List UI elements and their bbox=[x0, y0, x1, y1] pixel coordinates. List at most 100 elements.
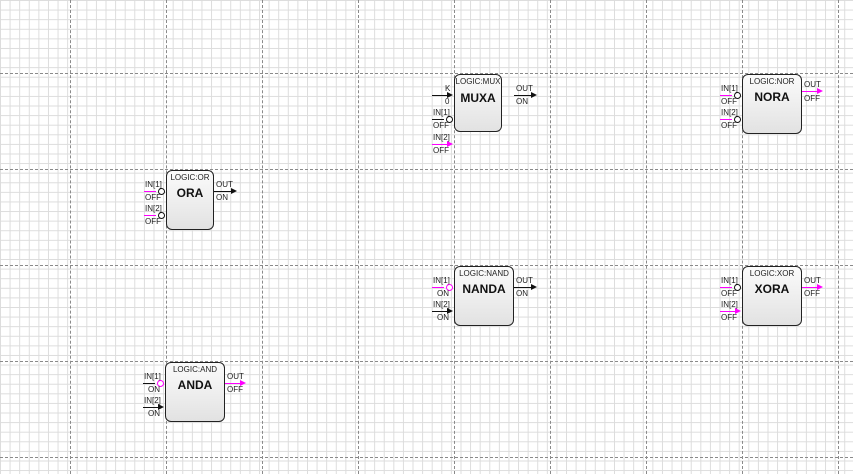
block-type: LOGIC:NAND bbox=[459, 269, 509, 278]
output-wire[interactable] bbox=[514, 287, 532, 288]
output-label: OUT bbox=[216, 180, 233, 189]
invert-bubble bbox=[158, 188, 165, 195]
block-type: LOGIC:OR bbox=[170, 173, 210, 182]
input-value-in2: OFF bbox=[721, 313, 737, 322]
input-value-in2: ON bbox=[148, 409, 160, 418]
output-value: ON bbox=[516, 289, 528, 298]
output-arrow bbox=[240, 380, 246, 386]
input-wire[interactable] bbox=[143, 383, 155, 384]
input-wire[interactable] bbox=[432, 95, 448, 96]
input-label-in2: IN[2] bbox=[721, 300, 738, 309]
input-label-in2: IN[2] bbox=[433, 300, 450, 309]
block-name: NANDA bbox=[462, 282, 506, 296]
input-value-in2: OFF bbox=[433, 146, 449, 155]
block-body[interactable]: LOGIC:XOR XORA bbox=[742, 266, 802, 326]
block-body[interactable]: LOGIC:MUX MUXA bbox=[454, 74, 502, 132]
output-value: ON bbox=[516, 97, 528, 106]
invert-bubble bbox=[158, 212, 165, 219]
invert-bubble bbox=[734, 284, 741, 291]
block-name: MUXA bbox=[460, 91, 496, 105]
input-wire[interactable] bbox=[720, 287, 732, 288]
grid-line bbox=[0, 361, 853, 362]
input-wire[interactable] bbox=[144, 215, 156, 216]
output-label: OUT bbox=[227, 372, 244, 381]
input-label-in2: IN[2] bbox=[433, 133, 450, 142]
input-wire[interactable] bbox=[432, 311, 448, 312]
block-body[interactable]: LOGIC:AND ANDA bbox=[165, 362, 225, 422]
input-label-in1: IN[1] bbox=[433, 108, 450, 117]
output-wire[interactable] bbox=[802, 91, 818, 92]
invert-bubble bbox=[446, 116, 453, 123]
output-wire[interactable] bbox=[214, 191, 232, 192]
output-value: OFF bbox=[804, 289, 820, 298]
input-arrow bbox=[158, 404, 164, 410]
input-wire[interactable] bbox=[143, 407, 159, 408]
input-wire[interactable] bbox=[144, 191, 156, 192]
output-label: OUT bbox=[804, 80, 821, 89]
grid-line bbox=[646, 0, 647, 474]
input-value-in2: ON bbox=[437, 313, 449, 322]
grid-line bbox=[0, 265, 853, 266]
block-body[interactable]: LOGIC:OR ORA bbox=[166, 170, 214, 230]
input-arrow bbox=[735, 308, 741, 314]
output-arrow bbox=[531, 284, 537, 290]
grid-line bbox=[0, 457, 853, 458]
grid-line bbox=[0, 73, 853, 74]
grid-line bbox=[838, 0, 839, 474]
output-wire[interactable] bbox=[225, 383, 241, 384]
input-label-in2: IN[2] bbox=[721, 108, 738, 117]
invert-bubble bbox=[734, 116, 741, 123]
output-arrow bbox=[531, 92, 537, 98]
block-body[interactable]: LOGIC:NOR NORA bbox=[742, 74, 802, 134]
input-value-in1: ON bbox=[148, 385, 160, 394]
input-arrow bbox=[447, 92, 453, 98]
output-wire[interactable] bbox=[802, 287, 818, 288]
logic-block-mux[interactable]: LOGIC:MUX MUXA K 0 IN[1] OFF IN[2] OFF O… bbox=[432, 74, 604, 155]
block-type: LOGIC:AND bbox=[172, 365, 217, 374]
input-wire[interactable] bbox=[720, 119, 732, 120]
output-value: ON bbox=[216, 193, 228, 202]
input-label-in2: IN[2] bbox=[144, 396, 161, 405]
logic-block-and[interactable]: LOGIC:AND ANDA IN[1] ON IN[2] ON OUT OFF bbox=[143, 362, 315, 432]
input-wire[interactable] bbox=[432, 144, 448, 145]
output-wire[interactable] bbox=[514, 95, 532, 96]
block-type: LOGIC:XOR bbox=[749, 269, 795, 278]
block-body[interactable]: LOGIC:NAND NANDA bbox=[454, 266, 514, 326]
block-type: LOGIC:MUX bbox=[455, 77, 501, 86]
block-type: LOGIC:NOR bbox=[749, 77, 795, 86]
grid-line bbox=[358, 0, 359, 474]
input-label-in2: IN[2] bbox=[145, 204, 162, 213]
grid-line bbox=[70, 0, 71, 474]
block-name: ANDA bbox=[177, 378, 213, 392]
block-name: XORA bbox=[754, 282, 790, 296]
input-wire[interactable] bbox=[432, 119, 444, 120]
output-label: OUT bbox=[804, 276, 821, 285]
input-label-in1: IN[1] bbox=[721, 84, 738, 93]
output-label: OUT bbox=[516, 84, 533, 93]
input-wire[interactable] bbox=[720, 95, 732, 96]
grid-line bbox=[454, 0, 455, 474]
grid-line bbox=[742, 0, 743, 474]
logic-block-or[interactable]: LOGIC:OR ORA IN[1] OFF IN[2] OFF OUT ON bbox=[144, 170, 316, 240]
input-value-in1: ON bbox=[437, 289, 449, 298]
logic-block-xor[interactable]: LOGIC:XOR XORA IN[1] OFF IN[2] OFF OUT O… bbox=[720, 266, 853, 336]
grid-line bbox=[550, 0, 551, 474]
grid-line bbox=[166, 0, 167, 474]
input-value-k: 0 bbox=[445, 97, 450, 106]
grid-line bbox=[262, 0, 263, 474]
input-wire[interactable] bbox=[432, 287, 444, 288]
output-label: OUT bbox=[516, 276, 533, 285]
block-name: ORA bbox=[176, 186, 204, 200]
input-value-in1: OFF bbox=[145, 193, 161, 202]
output-value: OFF bbox=[227, 385, 243, 394]
input-label-in1: IN[1] bbox=[433, 276, 450, 285]
output-arrow bbox=[817, 88, 823, 94]
invert-bubble bbox=[446, 284, 453, 291]
input-label-in1: IN[1] bbox=[721, 276, 738, 285]
input-arrow bbox=[447, 141, 453, 147]
input-value-in2: OFF bbox=[721, 121, 737, 130]
input-label-in1: IN[1] bbox=[144, 372, 161, 381]
logic-block-nand[interactable]: LOGIC:NAND NANDA IN[1] ON IN[2] ON OUT O… bbox=[432, 266, 604, 336]
input-wire[interactable] bbox=[720, 311, 736, 312]
logic-block-nor[interactable]: LOGIC:NOR NORA IN[1] OFF IN[2] OFF OUT O… bbox=[720, 74, 853, 144]
